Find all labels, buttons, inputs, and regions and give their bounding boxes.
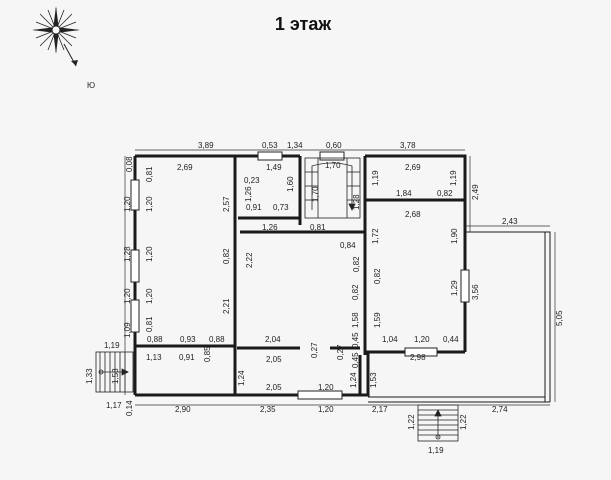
dim-label: 2,69 xyxy=(177,163,193,172)
dim-label: 2,43 xyxy=(502,217,518,226)
dim-label: 1,28 xyxy=(352,194,361,210)
dim-label: 2,21 xyxy=(222,298,231,314)
dim-label: 0,91 xyxy=(179,353,195,362)
dim-label: 1,17 xyxy=(106,401,122,410)
dim-label: 1,26 xyxy=(262,223,278,232)
dim-label: 0,84 xyxy=(340,241,356,250)
dim-label: 0,82 xyxy=(352,256,361,272)
dim-label: 1,20 xyxy=(318,383,334,392)
dim-label: 1,22 xyxy=(459,414,468,430)
dim-label: 1,28 xyxy=(123,246,132,262)
dim-label: 1,33 xyxy=(85,368,94,384)
dim-label: 1,20 xyxy=(123,196,132,212)
compass-rose-icon xyxy=(32,6,80,67)
dim-label: 0,91 xyxy=(246,203,262,212)
dim-label: 1,19 xyxy=(104,341,120,350)
dim-label: 2,98 xyxy=(410,353,426,362)
dim-label: 1,72 xyxy=(371,228,380,244)
dim-label: 2,49 xyxy=(471,184,480,200)
dim-label: 2,69 xyxy=(405,163,421,172)
dim-label: 1,53 xyxy=(111,368,120,384)
dim-label: 2,05 xyxy=(266,383,282,392)
dim-label: 1,24 xyxy=(237,370,246,386)
dim-label: 1,60 xyxy=(286,176,295,192)
dim-label: 1,59 xyxy=(373,312,382,328)
staircase xyxy=(304,157,361,219)
dim-label: 3,89 xyxy=(198,141,214,150)
dim-label: 2,68 xyxy=(405,210,421,219)
dim-label: 1,24 xyxy=(349,372,358,388)
dim-label: 2,74 xyxy=(492,405,508,414)
dim-label: 1,20 xyxy=(145,246,154,262)
dim-label: 2,22 xyxy=(245,252,254,268)
dim-label: 0,60 xyxy=(326,141,342,150)
dim-label: 1,49 xyxy=(266,163,282,172)
dim-label: 0,53 xyxy=(262,141,278,150)
dim-label: 2,04 xyxy=(265,335,281,344)
dim-label: 1,20 xyxy=(123,288,132,304)
dimension-lines xyxy=(124,149,556,406)
dim-label: 2,17 xyxy=(372,405,388,414)
dim-label: 0,45 xyxy=(351,352,360,368)
dim-label: 1,22 xyxy=(407,414,416,430)
dim-label: 0,82 xyxy=(373,268,382,284)
dim-label: 5,05 xyxy=(555,310,564,326)
dim-label: 1,20 xyxy=(318,405,334,414)
dim-label: 0,82 xyxy=(437,189,453,198)
dim-label: 2,90 xyxy=(175,405,191,414)
dim-label: 2,05 xyxy=(266,355,282,364)
dim-label: 0,14 xyxy=(125,400,134,416)
dim-label: 0,81 xyxy=(310,223,326,232)
dim-label: 0,82 xyxy=(351,284,360,300)
dim-label: 0,23 xyxy=(244,176,260,185)
interior-walls xyxy=(135,156,465,395)
dim-label: 0,08 xyxy=(125,156,134,172)
dim-label: 0,85 xyxy=(203,346,212,362)
terrace xyxy=(368,231,551,403)
dim-label: 1,29 xyxy=(450,280,459,296)
dim-label: 1,20 xyxy=(145,288,154,304)
dim-label: 0,73 xyxy=(273,203,289,212)
dim-label: 1,84 xyxy=(396,189,412,198)
dim-label: 1,04 xyxy=(382,335,398,344)
dim-label: 1,70 xyxy=(325,161,341,170)
dim-label: 0,27 xyxy=(310,342,319,358)
dim-label: 0,81 xyxy=(145,316,154,332)
dim-label: 1,19 xyxy=(449,170,458,186)
floor-title: 1 этаж xyxy=(275,14,332,34)
dim-label: 1,90 xyxy=(450,228,459,244)
dim-label: 0,93 xyxy=(180,335,196,344)
dim-label: 0,27 xyxy=(336,344,345,360)
dim-label: 3,78 xyxy=(400,141,416,150)
dim-label: 3,56 xyxy=(471,284,480,300)
dim-label: 1,70 xyxy=(311,186,320,202)
windows xyxy=(130,151,470,400)
dim-label: 1,20 xyxy=(145,196,154,212)
dim-label: 0,44 xyxy=(443,335,459,344)
dim-label: 0,45 xyxy=(351,332,360,348)
dim-label: 1,53 xyxy=(369,372,378,388)
dim-label: 1,09 xyxy=(123,322,132,338)
dim-label: 0,82 xyxy=(222,248,231,264)
dim-label: 1,34 xyxy=(287,141,303,150)
dim-label: 0,88 xyxy=(209,335,225,344)
dimension-labels: 3,89 0,53 1,34 0,60 3,78 2,69 1,49 1,70 … xyxy=(85,141,564,455)
dim-label: 1,13 xyxy=(146,353,162,362)
dim-label: 1,58 xyxy=(351,312,360,328)
dim-label: 0,81 xyxy=(145,166,154,182)
compass-label: Ю xyxy=(87,81,95,90)
dim-label: 1,19 xyxy=(428,446,444,455)
dim-label: 2,57 xyxy=(222,196,231,212)
dim-label: 1,20 xyxy=(414,335,430,344)
dim-label: 0,88 xyxy=(147,335,163,344)
dim-label: 2,35 xyxy=(260,405,276,414)
dim-label: 1,26 xyxy=(244,186,253,202)
dim-label: 1,19 xyxy=(371,170,380,186)
